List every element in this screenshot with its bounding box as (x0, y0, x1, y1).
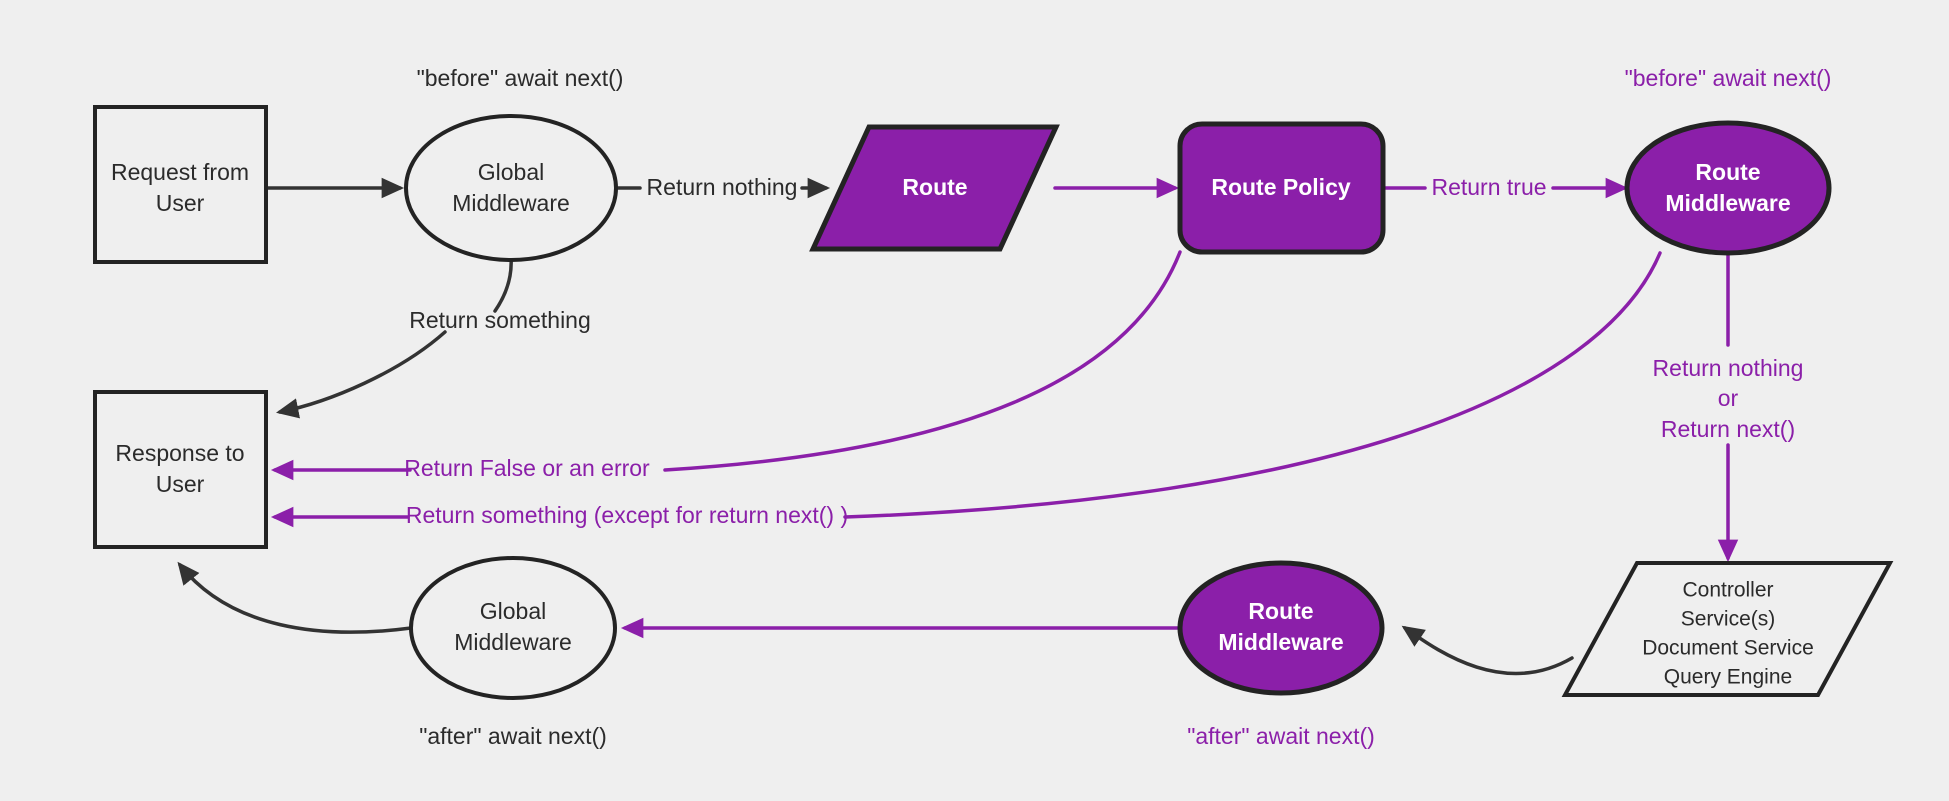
edge-label-return-nothing-or-next-line2: or (1718, 385, 1739, 411)
annotation-before-await-next-global: "before" await next() (417, 65, 624, 91)
global-middleware-bottom-label-line2: Middleware (454, 629, 572, 655)
route-label: Route (902, 174, 967, 200)
global-middleware-bottom-ellipse (409, 556, 617, 700)
global-middleware-top-ellipse (404, 114, 618, 262)
annotation-before-await-next-route: "before" await next() (1625, 65, 1832, 91)
request-from-user-box (93, 105, 268, 264)
controller-stack-line1: Controller (1682, 579, 1773, 602)
route-parallelogram (809, 124, 1060, 252)
edge-label-return-something: Return something (409, 307, 591, 333)
edge-rmw-return-something-curve (843, 251, 1662, 519)
edge-label-return-something-except-next: Return something (except for return next… (406, 502, 848, 528)
route-middleware-top-label-line2: Middleware (1665, 190, 1790, 216)
node-route-policy[interactable]: Route Policy (1177, 121, 1386, 255)
node-response-to-user[interactable]: Response to User (93, 390, 268, 549)
route-policy-label: Route Policy (1211, 174, 1351, 200)
edge-label-return-nothing: Return nothing (647, 174, 798, 200)
node-request-from-user[interactable]: Request from User (93, 105, 268, 264)
edge-controller-to-rmw-bottom (1401, 625, 1574, 676)
request-from-user-label-line2: User (156, 190, 205, 216)
annotation-after-await-next-global: "after" await next() (419, 723, 607, 749)
edge-policy-false-curve (663, 250, 1182, 472)
route-middleware-top-ellipse (1624, 120, 1832, 256)
route-policy-box (1177, 121, 1386, 255)
edge-label-return-nothing-or-next-line3: Return next() (1661, 416, 1795, 442)
edge-global-return-something-lower (275, 330, 447, 419)
route-middleware-bottom-label-line1: Route (1248, 598, 1313, 624)
node-route[interactable]: Route (809, 124, 1060, 252)
controller-stack-line2: Service(s) (1681, 608, 1776, 631)
edge-label-return-false-or-error: Return False or an error (404, 455, 650, 481)
controller-stack-parallelogram (1561, 561, 1894, 697)
global-middleware-top-label-line2: Middleware (452, 190, 570, 216)
edge-global-bottom-to-response (177, 561, 413, 634)
edge-label-return-nothing-or-next-line1: Return nothing (1653, 355, 1804, 381)
annotation-after-await-next-route: "after" await next() (1187, 723, 1375, 749)
global-middleware-top-label-line1: Global (478, 159, 544, 185)
controller-stack-line4: Query Engine (1664, 666, 1792, 689)
response-to-user-box (93, 390, 268, 549)
route-middleware-bottom-label-line2: Middleware (1218, 629, 1343, 655)
route-middleware-bottom-ellipse (1177, 560, 1385, 696)
node-global-middleware-top[interactable]: Global Middleware (404, 114, 618, 262)
node-route-middleware-bottom[interactable]: Route Middleware (1177, 560, 1385, 696)
request-from-user-label-line1: Request from (111, 159, 249, 185)
response-to-user-label-line2: User (156, 471, 205, 497)
node-global-middleware-bottom[interactable]: Global Middleware (409, 556, 617, 700)
route-middleware-top-label-line1: Route (1695, 159, 1760, 185)
node-controller-stack[interactable]: Controller Service(s) Document Service Q… (1561, 561, 1894, 697)
edge-label-return-true: Return true (1431, 174, 1546, 200)
controller-stack-line3: Document Service (1642, 637, 1814, 660)
node-route-middleware-top[interactable]: Route Middleware (1624, 120, 1832, 256)
response-to-user-label-line1: Response to (115, 440, 244, 466)
global-middleware-bottom-label-line1: Global (480, 598, 546, 624)
